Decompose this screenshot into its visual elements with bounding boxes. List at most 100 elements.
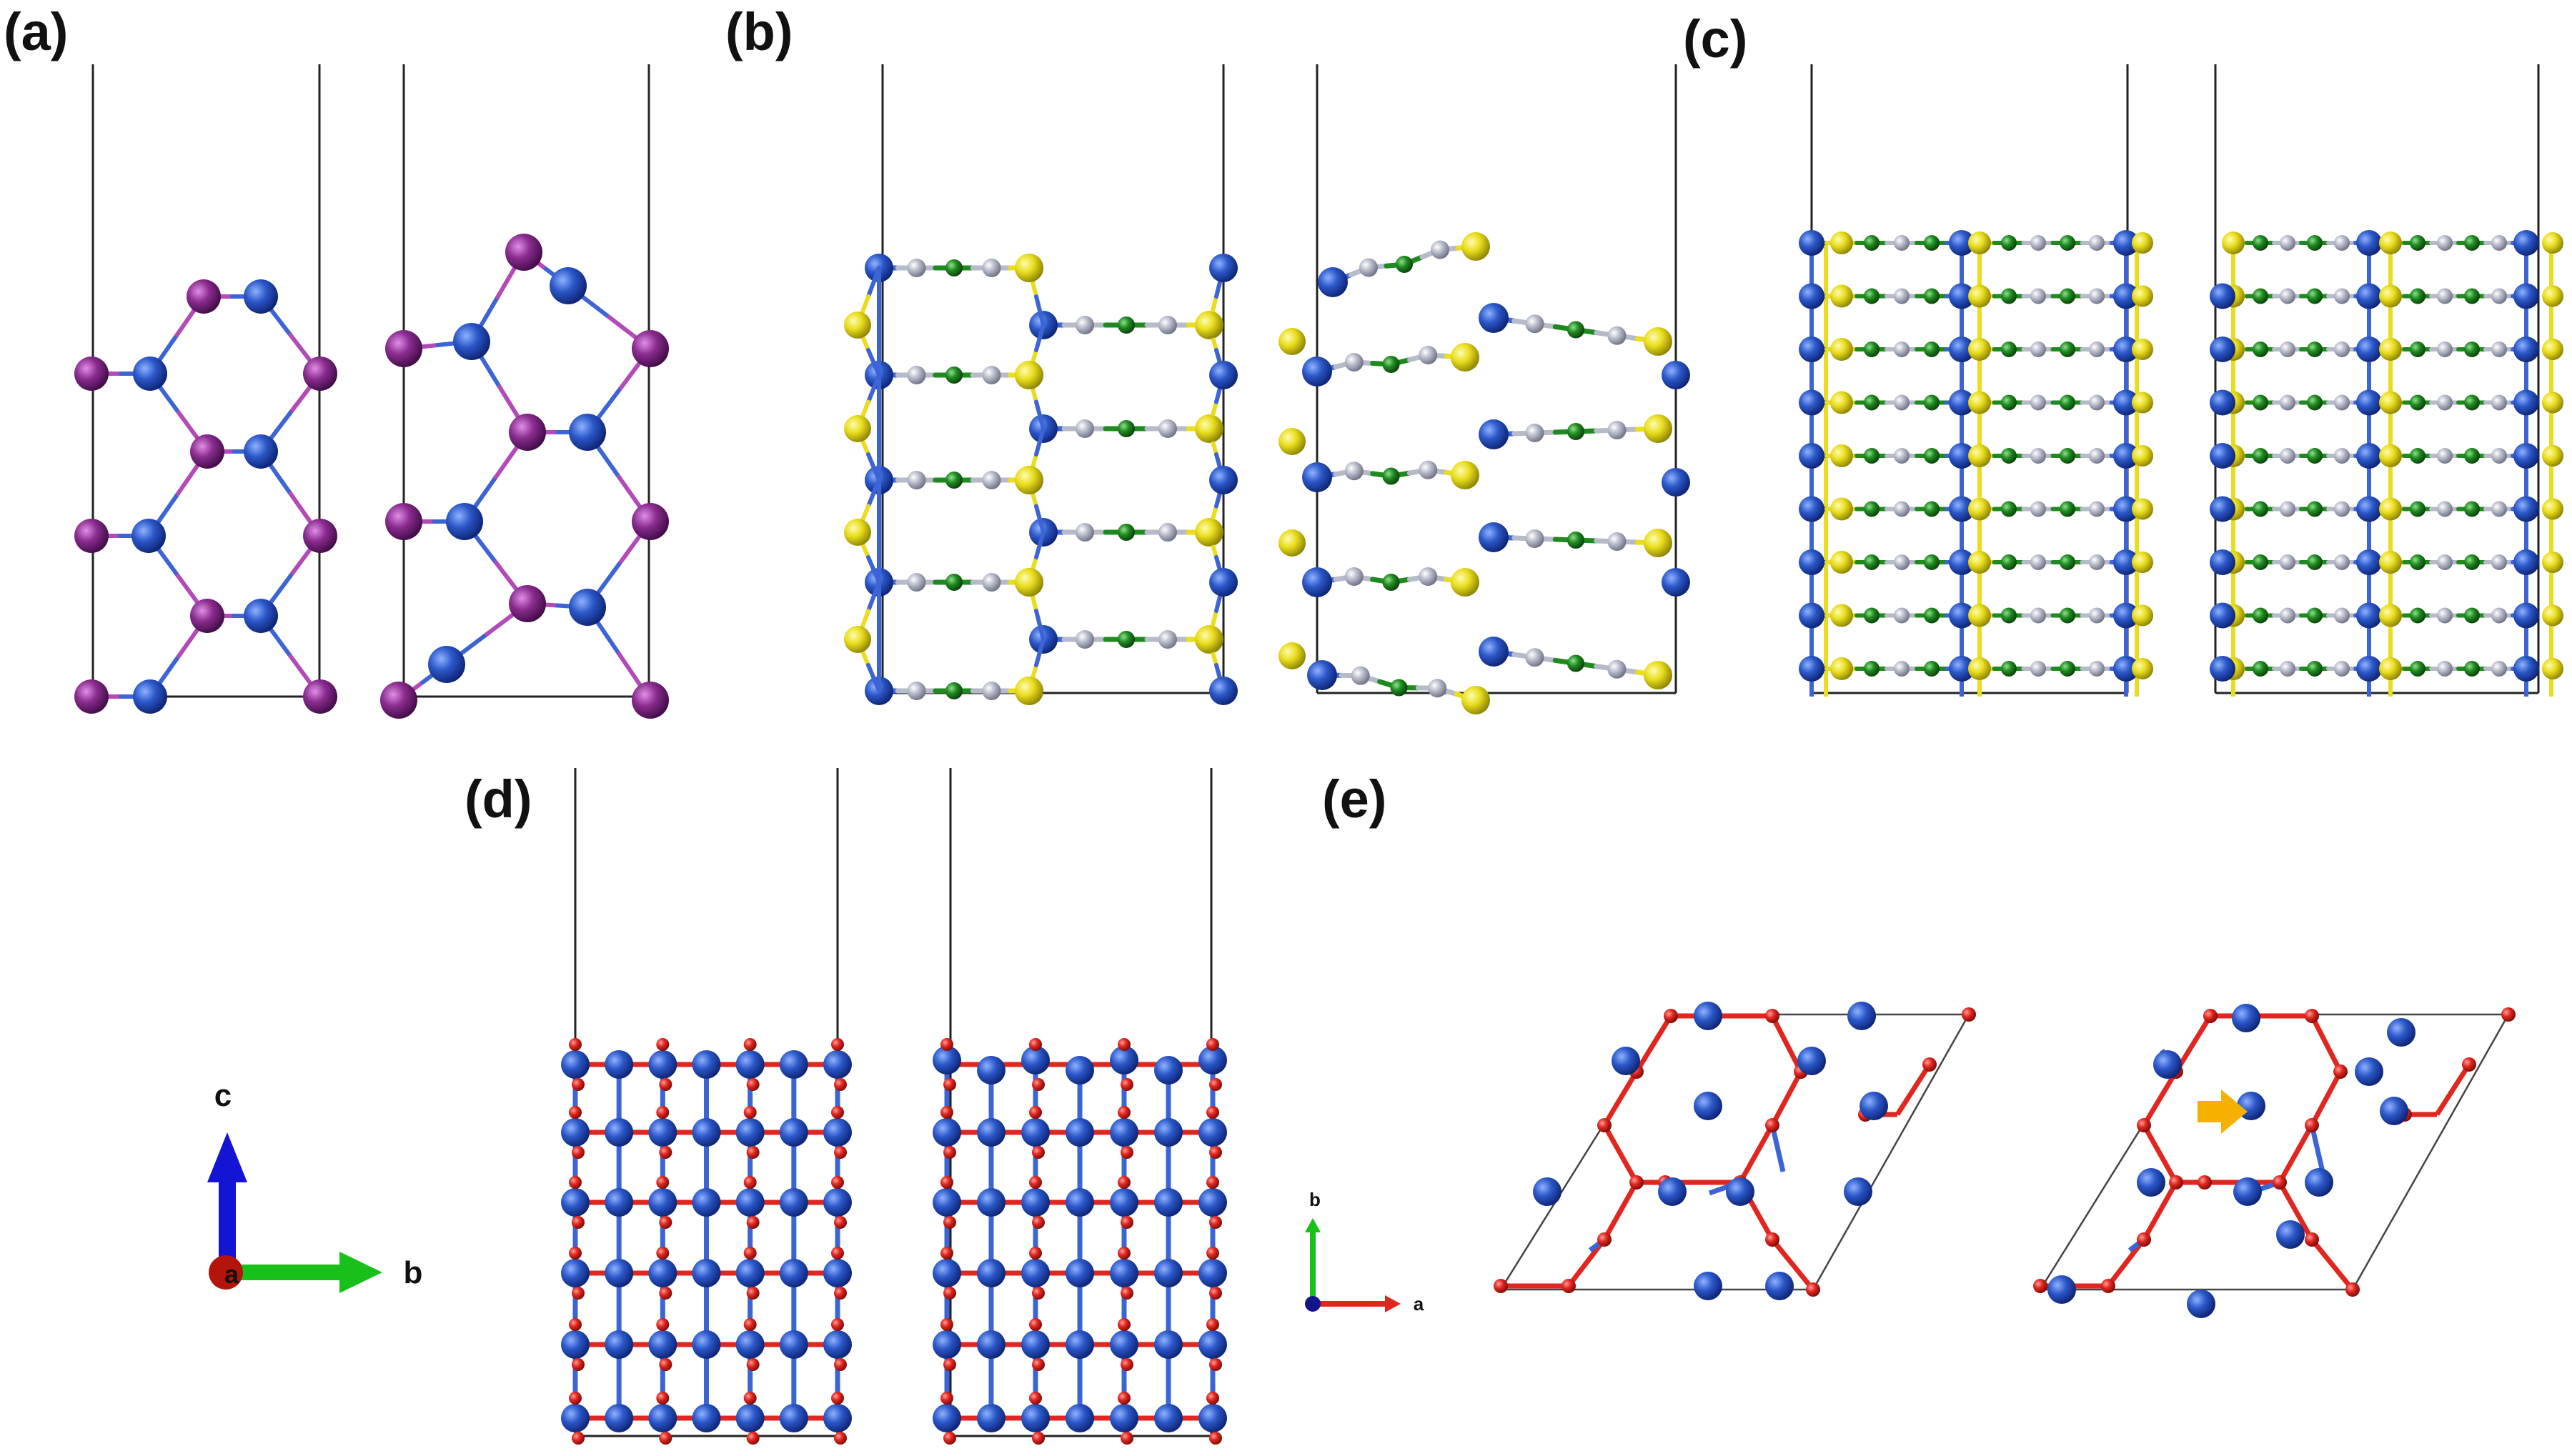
atom-red — [1118, 1318, 1131, 1331]
atom-blue — [1318, 267, 1348, 297]
atom-green — [1864, 288, 1880, 304]
atom-grey — [2030, 288, 2046, 304]
atom-blue — [2210, 283, 2235, 309]
atom-blue — [2137, 1168, 2165, 1197]
atom-blue — [2153, 1050, 2182, 1079]
atom-grey — [1607, 421, 1627, 439]
atom-yellow — [2542, 604, 2563, 627]
atom-green — [2253, 341, 2268, 357]
atom-red — [569, 1106, 582, 1119]
atom-yellow — [1015, 677, 1043, 705]
atom-yellow — [1461, 686, 1490, 714]
atom-blue — [244, 279, 278, 314]
atom-red — [2203, 1009, 2218, 1023]
atom-purple — [505, 234, 542, 271]
atom-grey — [2491, 341, 2507, 357]
atom-green — [1382, 356, 1400, 373]
atom-green — [2410, 235, 2425, 251]
atom-yellow — [2542, 445, 2563, 467]
atom-grey — [2089, 661, 2105, 677]
atom-yellow — [2379, 284, 2402, 308]
atom-grey — [1351, 666, 1370, 685]
atom-blue — [2513, 336, 2539, 362]
atom-red — [743, 1106, 757, 1119]
axis-label-a-top: a — [1414, 1293, 1424, 1315]
atom-blue — [1209, 568, 1238, 597]
atom-purple — [380, 682, 417, 719]
atom-blue — [823, 1330, 852, 1359]
atom-yellow — [1015, 466, 1043, 494]
axis-triad-side: c b a — [207, 1078, 422, 1293]
bond — [866, 452, 881, 482]
atom-yellow — [1830, 231, 1853, 254]
atom-blue — [1209, 466, 1238, 494]
atom-blue — [1799, 283, 1824, 309]
atom-red — [2333, 1064, 2348, 1079]
atom-blue — [2210, 443, 2235, 469]
atom-green — [1864, 501, 1880, 517]
atom-red — [1206, 1247, 1219, 1260]
atom-red — [1206, 1392, 1219, 1405]
atom-grey — [2089, 607, 2105, 624]
atom-red — [746, 1287, 760, 1300]
atom-red — [1597, 1232, 1612, 1247]
atom-red — [2273, 1175, 2287, 1190]
atom-grey — [2437, 448, 2453, 464]
atom-green — [2001, 607, 2017, 624]
atom-blue — [1799, 602, 1824, 629]
atom-grey — [2437, 341, 2453, 357]
atom-grey — [2030, 341, 2046, 357]
atom-green — [2464, 288, 2480, 304]
atom-green — [2001, 235, 2017, 251]
atom-grey — [1894, 235, 1910, 251]
bond — [2277, 1181, 2315, 1241]
atom-grey — [2089, 341, 2105, 357]
atom-grey — [907, 682, 926, 700]
atom-green — [2060, 394, 2075, 411]
atom-yellow — [2379, 604, 2402, 627]
atom-red — [1118, 1106, 1131, 1119]
atom-blue — [977, 1118, 1006, 1147]
atom-blue — [779, 1118, 808, 1147]
atom-purple — [187, 279, 221, 314]
atom-green — [1924, 501, 1940, 517]
atom-blue — [1799, 496, 1824, 522]
atom-green — [2464, 661, 2480, 677]
atom-green — [2253, 394, 2268, 411]
atom-yellow — [844, 311, 871, 339]
atom-red — [940, 1038, 953, 1051]
atom-green — [1924, 288, 1940, 304]
atom-blue — [1110, 1046, 1138, 1074]
atom-purple — [190, 434, 224, 469]
atom-red — [2198, 1175, 2212, 1190]
atom-green — [2001, 554, 2017, 570]
atom-blue — [569, 414, 606, 451]
atom-red — [1029, 1038, 1042, 1051]
bond — [2309, 1014, 2343, 1073]
atom-blue — [1209, 254, 1238, 282]
atom-red — [940, 1318, 953, 1331]
atom-blue — [1847, 1002, 1876, 1030]
atom-blue — [2387, 1018, 2415, 1047]
atom-green — [1390, 679, 1408, 697]
atom-red — [1209, 1078, 1222, 1091]
atom-yellow — [1968, 657, 1991, 680]
atom-grey — [1158, 523, 1177, 542]
atom-yellow — [1196, 311, 1223, 339]
atom-grey — [2491, 501, 2507, 517]
atom-blue — [1198, 1118, 1227, 1147]
bond — [1034, 609, 1046, 642]
bond — [1769, 1014, 1804, 1073]
atom-yellow — [1015, 361, 1043, 389]
atom-green — [1864, 554, 1880, 570]
atom-red — [1029, 1247, 1042, 1260]
atom-green — [2253, 554, 2268, 570]
bond — [1034, 294, 1046, 327]
atom-red — [943, 1432, 956, 1445]
atom-green — [2410, 607, 2425, 624]
atom-blue — [133, 356, 167, 391]
atom-blue — [977, 1056, 1006, 1084]
atom-red — [572, 1432, 585, 1445]
atom-red — [1121, 1216, 1133, 1229]
atom-blue — [1021, 1259, 1050, 1287]
